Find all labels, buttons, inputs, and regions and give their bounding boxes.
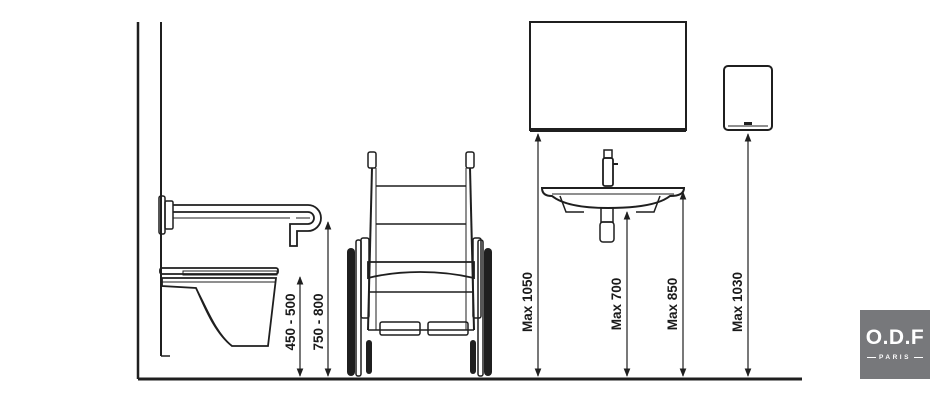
mirror-height-label: Max 1050	[520, 272, 535, 332]
basin-underside-height-label: Max 700	[609, 278, 624, 331]
hand-dryer	[723, 65, 773, 131]
dimension-toilet-seat: 450 - 500	[283, 276, 304, 377]
wheelchair	[347, 151, 492, 377]
toilet-seat-height-label: 450 - 500	[283, 293, 298, 350]
wall-hung-toilet	[159, 267, 279, 347]
dimension-mirror: Max 1050	[520, 133, 542, 377]
washbasin	[540, 149, 686, 243]
dimension-grab-bar: 750 - 800	[311, 221, 332, 377]
logo-city: PARIS	[879, 354, 911, 361]
logo-brand: O.D.F	[865, 326, 925, 349]
grab-bar-height-label: 750 - 800	[311, 293, 326, 350]
dimension-basin-rim: Max 850	[665, 191, 687, 377]
mirror	[529, 21, 687, 132]
dimension-basin-underside: Max 700	[609, 211, 631, 377]
odf-logo: O.D.F PARIS	[860, 310, 930, 379]
dimension-dryer: Max 1030	[730, 133, 752, 377]
grab-bar	[158, 195, 322, 247]
wall	[136, 22, 170, 379]
basin-rim-height-label: Max 850	[665, 278, 680, 331]
dryer-height-label: Max 1030	[730, 272, 745, 332]
